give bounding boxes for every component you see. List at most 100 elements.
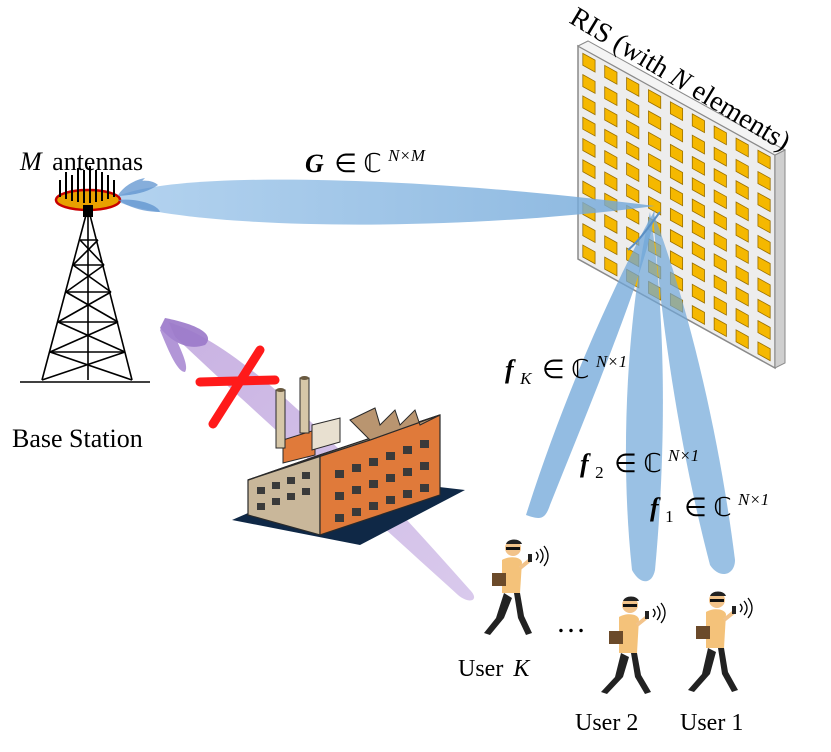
ris-element [582, 137, 596, 158]
ris-element [691, 283, 705, 304]
ris-element [604, 171, 618, 192]
ris-element [669, 165, 684, 186]
ris-element [604, 149, 618, 171]
base-station-tower-icon [20, 214, 150, 383]
ris-element [735, 329, 749, 350]
ris-element [648, 89, 662, 110]
ris-element [626, 98, 640, 119]
ris-element [691, 241, 705, 262]
beam-ris-to-user-k [526, 210, 655, 518]
ris-element [669, 228, 684, 249]
ris-element [713, 317, 727, 338]
ris-element [669, 122, 684, 143]
factory-building-icon [232, 376, 465, 545]
ris-element [691, 134, 705, 155]
ris-element [582, 52, 596, 73]
ris-element [713, 125, 727, 146]
ris-element [648, 152, 662, 173]
ris-element [713, 189, 727, 210]
user-1-figure-icon [688, 591, 753, 692]
ris-element [757, 341, 771, 362]
user-k-figure-icon [484, 539, 549, 635]
ris-element [691, 155, 705, 176]
channel-fk-label: f K ∈ ℂ N×1 [505, 352, 627, 390]
ris-element [735, 201, 749, 222]
ris-element [626, 140, 640, 161]
ris-element [713, 253, 727, 274]
ris-element [757, 298, 771, 319]
ris-element [648, 195, 662, 216]
beam-ris-to-user-2 [625, 212, 663, 582]
ris-element [669, 207, 684, 228]
ris-element [735, 222, 749, 243]
ris-reflection-arrow [627, 211, 661, 251]
ris-element [735, 158, 749, 179]
ris-element [669, 101, 684, 122]
users-ellipsis: … [556, 606, 586, 639]
ris-element [713, 231, 727, 252]
ris-element [713, 295, 727, 316]
ris-element [713, 210, 727, 231]
base-station-label: Base Station [12, 424, 143, 453]
ris-element [582, 223, 596, 244]
ris-element [582, 116, 596, 137]
ris-element [582, 244, 596, 265]
ris-element [604, 256, 618, 277]
ris-element [669, 143, 684, 164]
ris-element [691, 304, 705, 325]
ris-element [735, 265, 749, 286]
ris-element [691, 177, 705, 198]
ris-element [626, 204, 640, 225]
channel-g-label: G ∈ ℂ N×M [305, 146, 426, 178]
ris-element [691, 113, 705, 134]
beam-ris-to-user-1 [653, 212, 735, 575]
ris-element [713, 167, 727, 189]
ris-element [691, 198, 705, 219]
ris-element [735, 243, 749, 265]
ris-element [604, 128, 618, 149]
channel-f2-label: f 2 ∈ ℂ N×1 [580, 446, 699, 484]
user-k-label: User K [458, 656, 531, 682]
ris-element [713, 274, 727, 295]
beam-bs-to-ris [118, 179, 655, 225]
ris-element [626, 119, 640, 140]
antennas-label: M antennas [19, 147, 143, 176]
ris-element [582, 73, 596, 95]
ris-element [691, 262, 705, 283]
blocked-cross-icon [195, 345, 280, 429]
ris-element [669, 186, 684, 207]
ris-element [582, 95, 596, 116]
ris-element [757, 192, 771, 213]
ris-element [648, 174, 662, 195]
ris-element [626, 162, 640, 183]
antenna-beam-lobes [118, 178, 160, 212]
antenna-array-icon [54, 166, 122, 217]
ris-element [757, 319, 771, 341]
ris-element [757, 170, 771, 191]
user-2-label: User 2 [575, 710, 638, 736]
user-2-figure-icon [601, 596, 666, 694]
ris-element [626, 76, 640, 97]
ris-element [604, 107, 618, 128]
ris-element [757, 213, 771, 234]
ris-element [648, 131, 662, 152]
ris-element [582, 159, 596, 180]
ris-element [757, 277, 771, 298]
channel-f1-label: f 1 ∈ ℂ N×1 [650, 490, 769, 528]
ris-element [669, 250, 684, 271]
ris-element [604, 64, 618, 85]
ris-element [626, 183, 640, 204]
ris-element [735, 137, 749, 158]
ris-element [713, 146, 727, 167]
user-1-label: User 1 [680, 710, 743, 736]
ris-element [735, 180, 749, 201]
ris-element [757, 256, 771, 277]
ris-element [604, 86, 618, 107]
ris-element [735, 286, 749, 307]
ris-element [604, 213, 618, 234]
ris-element [604, 235, 618, 256]
ris-element [648, 110, 662, 131]
ris-element [757, 149, 771, 170]
